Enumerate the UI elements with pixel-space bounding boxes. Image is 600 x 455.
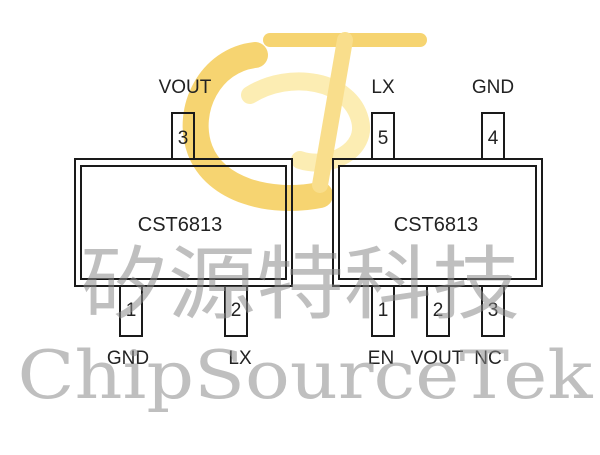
- pin-label: VOUT: [411, 348, 464, 369]
- pin-label: NC: [474, 348, 501, 369]
- pin-number: 5: [378, 128, 389, 149]
- pin-label: LX: [228, 348, 252, 369]
- pin-number: 3: [178, 128, 189, 149]
- watermark-cn-text: 矽源特科技: [80, 238, 520, 331]
- logo-watermark: [182, 32, 427, 211]
- pin-3: [481, 285, 505, 337]
- pin-number: 1: [378, 300, 389, 321]
- part-name: CST6813: [394, 214, 479, 236]
- watermark-en-text: ChipSourceTek: [18, 337, 594, 414]
- pin-label: GND: [472, 77, 514, 98]
- pin-1: [119, 285, 143, 337]
- pin-2: [224, 285, 248, 337]
- pin-2: [426, 285, 450, 337]
- pin-number: 3: [488, 300, 499, 321]
- pin-number: 2: [231, 300, 242, 321]
- pin-label: GND: [107, 348, 149, 369]
- pin-number: 1: [126, 300, 137, 321]
- pin-number: 4: [488, 128, 499, 149]
- chip-body-outer: [74, 158, 293, 287]
- package-3-pin: 3 VOUT CST6813 1 GND 2 LX: [74, 77, 293, 369]
- part-name: CST6813: [138, 214, 223, 236]
- pin-number: 2: [433, 300, 444, 321]
- package-5-pin: 5 LX 4 GND CST6813 1 EN 2 VOUT 3 NC: [332, 77, 543, 369]
- pin-label: LX: [371, 77, 395, 98]
- chip-body-inner: [80, 165, 287, 280]
- pin-label: VOUT: [159, 77, 212, 98]
- pin-1: [371, 285, 395, 337]
- chip-body-inner: [338, 165, 537, 280]
- pin-label: EN: [368, 348, 394, 369]
